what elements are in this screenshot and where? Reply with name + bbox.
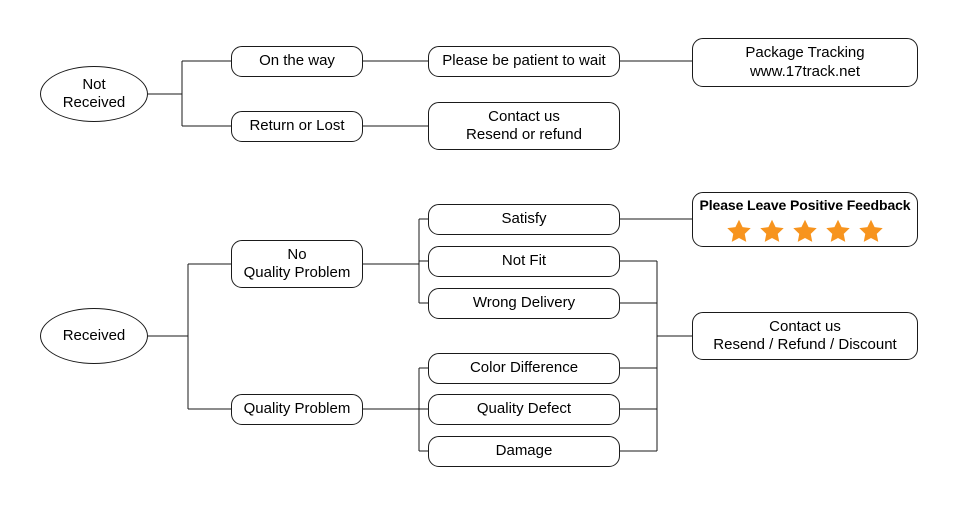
node-color-difference[interactable]: Color Difference	[428, 353, 620, 384]
node-contact-us-resend-refund-discount[interactable]: Contact us Resend / Refund / Discount	[692, 312, 918, 360]
node-label-line: Please be patient to wait	[442, 52, 606, 70]
node-quality-problem[interactable]: Quality Problem	[231, 394, 363, 425]
star-icon[interactable]	[825, 218, 851, 244]
node-label-line: Contact us	[488, 107, 560, 125]
node-contact-us-resend-or-refund[interactable]: Contact us Resend or refund	[428, 102, 620, 150]
node-damage[interactable]: Damage	[428, 436, 620, 467]
node-on-the-way[interactable]: On the way	[231, 46, 363, 77]
node-label-line: Contact us	[769, 317, 841, 335]
node-label-line: Resend or refund	[466, 126, 582, 143]
node-no-quality-problem[interactable]: No Quality Problem	[231, 240, 363, 288]
node-label-line: Quality Defect	[476, 400, 572, 418]
star-icon[interactable]	[858, 218, 884, 244]
node-package-tracking[interactable]: Package Tracking www.17track.net	[692, 38, 918, 87]
node-please-be-patient-to-wait[interactable]: Please be patient to wait	[428, 46, 620, 77]
node-label-line: Package Tracking	[745, 44, 865, 62]
star-icon[interactable]	[792, 218, 818, 244]
node-label-line: Not Fit	[501, 252, 547, 270]
node-label-line: On the way	[259, 52, 335, 70]
node-label-line: Quality Problem	[243, 264, 351, 281]
feedback-title: Please Leave Positive Feedback	[699, 196, 911, 213]
node-label-line: Color Difference	[469, 359, 579, 377]
node-label-line: www.17track.net	[749, 62, 861, 80]
node-label-line: Satisfy	[501, 210, 547, 228]
node-quality-defect[interactable]: Quality Defect	[428, 394, 620, 425]
node-label-line: Not	[82, 75, 106, 93]
node-label-line: Quality Problem	[243, 400, 351, 418]
node-label-line: No	[287, 245, 307, 263]
star-icon[interactable]	[726, 218, 752, 244]
node-not-fit[interactable]: Not Fit	[428, 246, 620, 277]
node-label-line: Wrong Delivery	[472, 294, 576, 312]
node-not-received[interactable]: Not Received	[40, 66, 148, 122]
node-label-line: Resend / Refund / Discount	[713, 336, 897, 353]
node-label-line: Return or Lost	[249, 117, 345, 135]
node-received[interactable]: Received	[40, 308, 148, 364]
node-satisfy[interactable]: Satisfy	[428, 204, 620, 235]
node-wrong-delivery[interactable]: Wrong Delivery	[428, 288, 620, 319]
node-return-or-lost[interactable]: Return or Lost	[231, 111, 363, 142]
star-rating[interactable]	[726, 218, 884, 244]
node-label-line: Damage	[495, 442, 553, 460]
node-leave-positive-feedback[interactable]: Please Leave Positive Feedback	[692, 192, 918, 247]
node-label-line: Received	[62, 326, 126, 344]
node-label-line: Received	[62, 94, 126, 111]
star-icon[interactable]	[759, 218, 785, 244]
